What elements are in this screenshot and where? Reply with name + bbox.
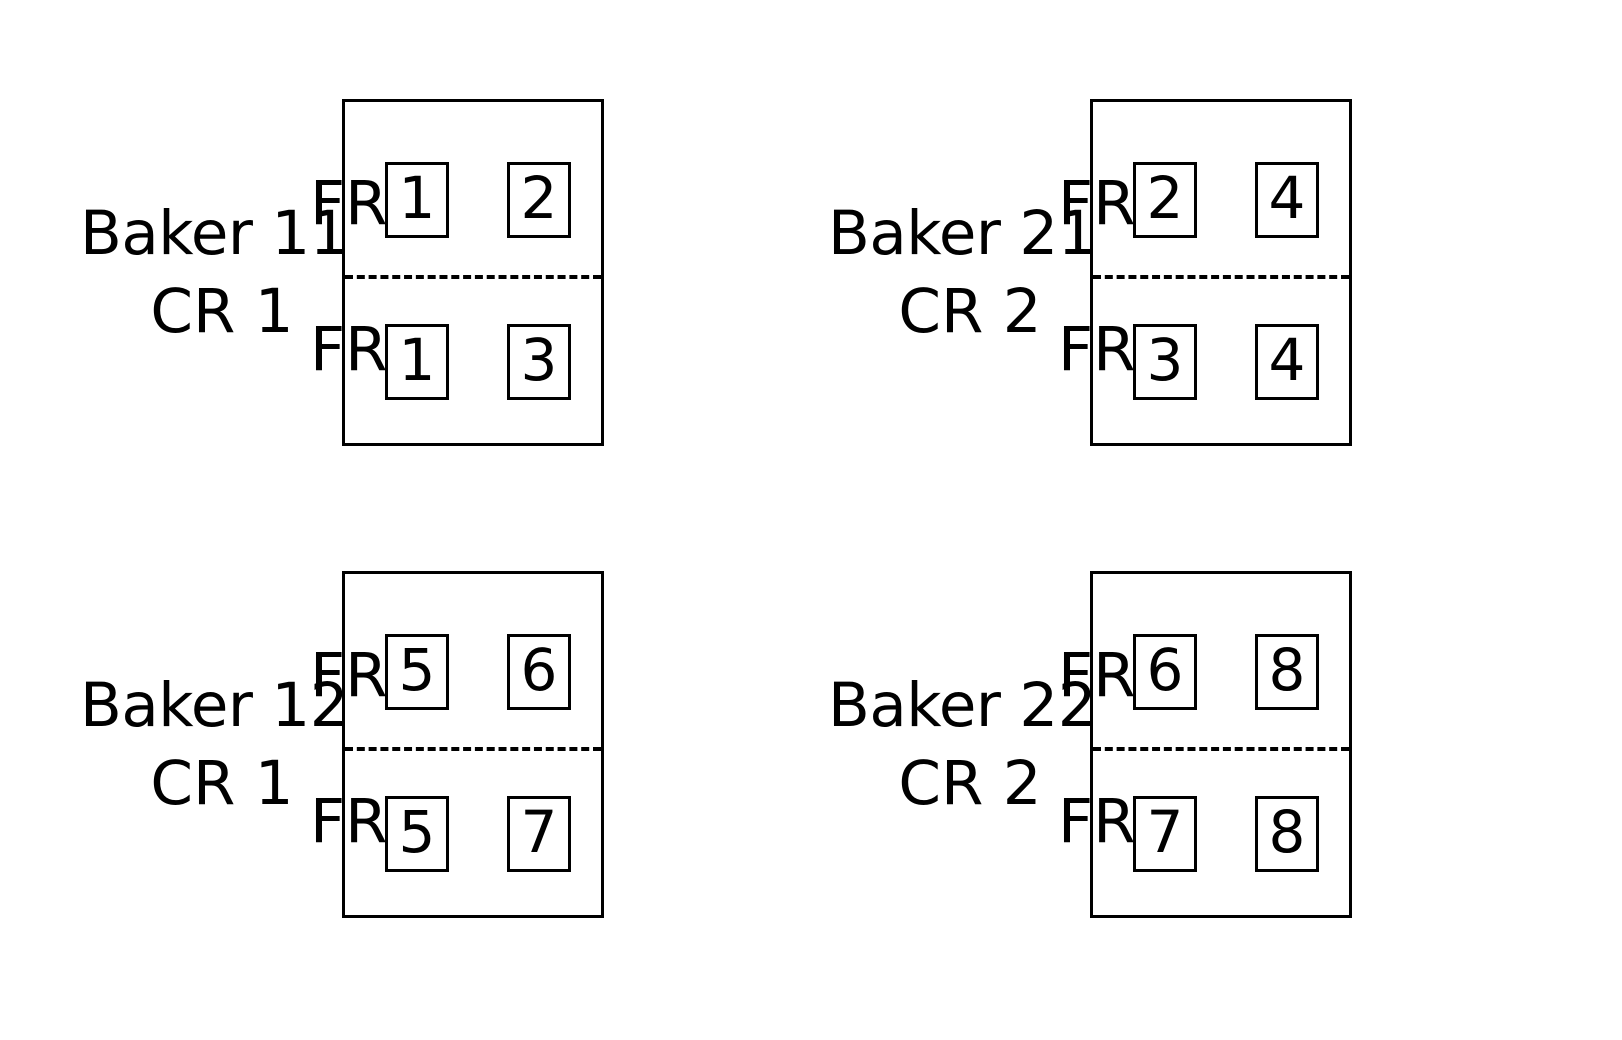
baker-caption: Baker 21 CR 2 <box>828 198 1097 347</box>
baker-outer-box: 5 6 5 7 <box>342 571 604 918</box>
cell: 7 <box>507 796 571 872</box>
cell: 3 <box>507 324 571 400</box>
baker-group-baker-12: Baker 12 CR 1 FR 1 FR 2 5 6 5 7 <box>80 571 780 971</box>
cell: 6 <box>1133 634 1197 710</box>
cell: 6 <box>507 634 571 710</box>
cell-value: 2 <box>1146 164 1184 232</box>
cr-label: CR 2 <box>898 276 1042 347</box>
fr-row-2-cells: 1 3 <box>385 324 571 400</box>
cell-value: 5 <box>398 798 436 866</box>
baker-label: Baker 22 <box>828 670 1097 741</box>
cell: 2 <box>507 162 571 238</box>
cell: 7 <box>1133 796 1197 872</box>
fr-row-1-cells: 2 4 <box>1133 162 1319 238</box>
baker-label: Baker 12 <box>80 670 349 741</box>
cell: 5 <box>385 796 449 872</box>
baker-outer-box: 1 2 1 3 <box>342 99 604 446</box>
cell: 1 <box>385 324 449 400</box>
baker-label: Baker 21 <box>828 198 1097 269</box>
cell-value: 6 <box>520 636 558 704</box>
cell: 1 <box>385 162 449 238</box>
cell-value: 7 <box>1146 798 1184 866</box>
cell: 4 <box>1255 324 1319 400</box>
cell-value: 4 <box>1268 164 1306 232</box>
cell: 2 <box>1133 162 1197 238</box>
cell-value: 4 <box>1268 326 1306 394</box>
cell-value: 2 <box>520 164 558 232</box>
baker-group-baker-22: Baker 22 CR 2 FR 1 FR 2 6 8 7 8 <box>828 571 1528 971</box>
fr-row-1-cells: 1 2 <box>385 162 571 238</box>
fr-row-1-cells: 5 6 <box>385 634 571 710</box>
cell-value: 1 <box>398 326 436 394</box>
cell-value: 8 <box>1268 636 1306 704</box>
cell: 8 <box>1255 796 1319 872</box>
baker-outer-box: 2 4 3 4 <box>1090 99 1352 446</box>
baker-label: Baker 11 <box>80 198 349 269</box>
baker-group-baker-11: Baker 11 CR 1 FR 1 FR 2 1 2 1 3 <box>80 99 780 499</box>
cell-value: 5 <box>398 636 436 704</box>
cell-value: 1 <box>398 164 436 232</box>
cell: 4 <box>1255 162 1319 238</box>
cell-value: 7 <box>520 798 558 866</box>
fr-divider-dashed-line <box>345 747 601 751</box>
fr-divider-dashed-line <box>1093 275 1349 279</box>
fr-row-2-cells: 7 8 <box>1133 796 1319 872</box>
cell-value: 3 <box>520 326 558 394</box>
cell-value: 8 <box>1268 798 1306 866</box>
fr-row-2-cells: 5 7 <box>385 796 571 872</box>
cell-value: 6 <box>1146 636 1184 704</box>
baker-group-baker-21: Baker 21 CR 2 FR 1 FR 2 2 4 3 4 <box>828 99 1528 499</box>
baker-caption: Baker 12 CR 1 <box>80 670 349 819</box>
cell: 3 <box>1133 324 1197 400</box>
cell: 5 <box>385 634 449 710</box>
cell-value: 3 <box>1146 326 1184 394</box>
fr-divider-dashed-line <box>1093 747 1349 751</box>
cr-label: CR 2 <box>898 748 1042 819</box>
cr-label: CR 1 <box>150 748 294 819</box>
fr-row-1-cells: 6 8 <box>1133 634 1319 710</box>
cr-label: CR 1 <box>150 276 294 347</box>
cell: 8 <box>1255 634 1319 710</box>
fr-row-2-cells: 3 4 <box>1133 324 1319 400</box>
baker-outer-box: 6 8 7 8 <box>1090 571 1352 918</box>
baker-caption: Baker 11 CR 1 <box>80 198 349 347</box>
fr-divider-dashed-line <box>345 275 601 279</box>
baker-caption: Baker 22 CR 2 <box>828 670 1097 819</box>
